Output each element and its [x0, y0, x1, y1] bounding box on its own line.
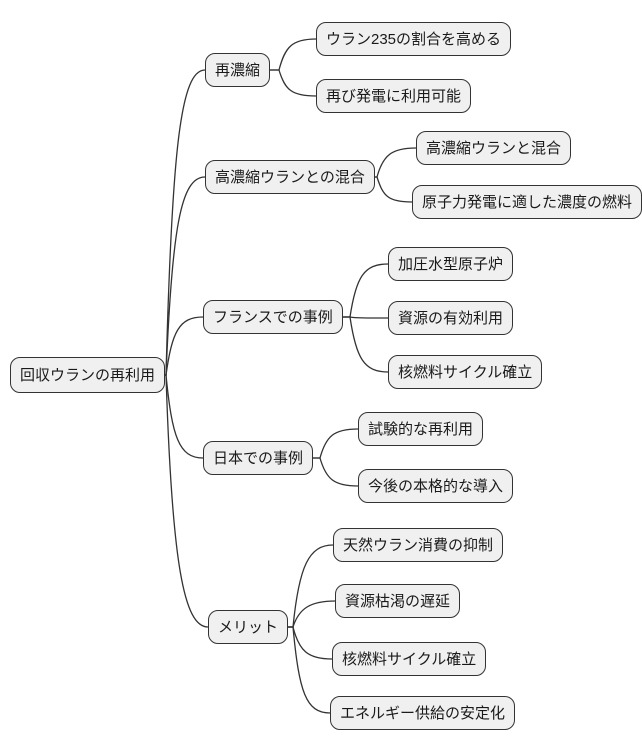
leaf-node: 再び発電に利用可能 — [316, 79, 472, 113]
leaf-node: 加圧水型原子炉 — [388, 247, 514, 281]
leaf-node: 高濃縮ウランと混合 — [416, 131, 572, 165]
leaf-node: 試験的な再利用 — [358, 412, 484, 446]
edge-root-kounoushuku — [155, 176, 206, 376]
edge-root-saisoku — [155, 69, 206, 376]
edge — [282, 626, 331, 714]
edge — [366, 176, 413, 203]
leaf-node: エネルギー供給の安定化 — [330, 696, 516, 730]
edge — [339, 263, 389, 318]
leaf-node: 核燃料サイクル確立 — [332, 642, 487, 676]
edge — [282, 626, 333, 660]
leaf-node: 今後の本格的な導入 — [358, 469, 514, 503]
edge-root-france — [155, 316, 204, 376]
edge — [268, 38, 317, 71]
edge — [309, 457, 359, 487]
node-root: 回収ウランの再利用 — [10, 357, 166, 393]
edge — [268, 69, 317, 97]
leaf-node: 資源の有効利用 — [388, 301, 514, 335]
edge — [282, 544, 334, 628]
leaf-node: ウラン235の割合を高める — [316, 22, 512, 56]
edge — [282, 600, 336, 628]
leaf-node: 資源枯渇の遅延 — [335, 584, 461, 618]
branch-node-merits: メリット — [208, 610, 289, 644]
edge-root-merit — [155, 374, 209, 628]
branch-node-japan-case: 日本での事例 — [203, 441, 314, 475]
leaf-node: 天然ウラン消費の抑制 — [333, 528, 504, 562]
branch-node-heu-mixing: 高濃縮ウランとの混合 — [205, 160, 375, 194]
branch-node-france-case: フランスでの事例 — [203, 300, 343, 334]
edge — [339, 316, 389, 373]
leaf-node: 核燃料サイクル確立 — [388, 355, 543, 389]
edge — [309, 428, 359, 459]
leaf-node: 原子力発電に適した濃度の燃料 — [412, 185, 642, 219]
branch-node-reenrichment: 再濃縮 — [205, 53, 271, 87]
